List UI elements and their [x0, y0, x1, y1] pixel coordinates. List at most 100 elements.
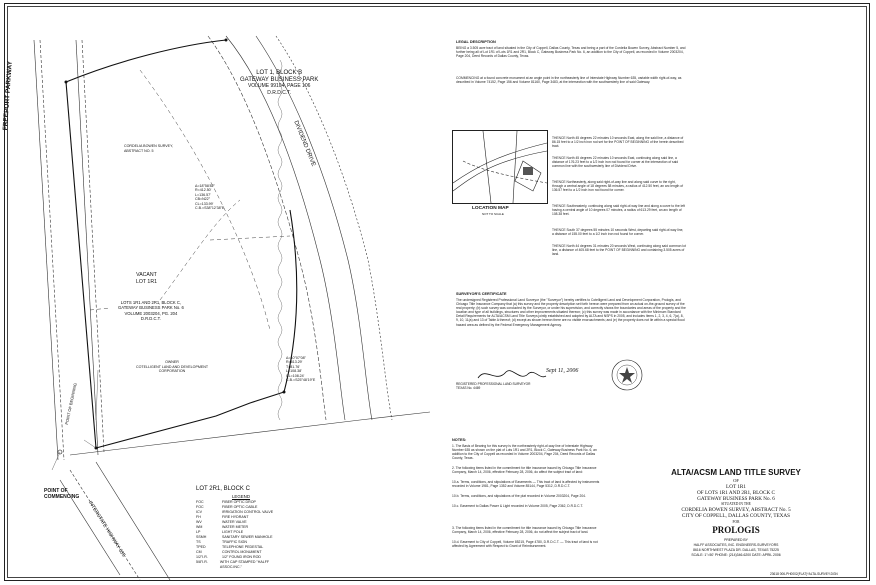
legend-symbol: 1/2"I.R. — [196, 555, 208, 559]
poc-line: COMMENCING — [44, 494, 80, 500]
survey-name-label: CORDELIA BOWEN SURVEY, ABSTRACT NO. 5 — [124, 144, 173, 153]
note-5: 10.c. Easement to Dallas Power & Light r… — [452, 504, 584, 508]
lot-description-line: LOTS 1R1 AND 2R1, BLOCK C, — [120, 300, 182, 305]
firm-address: 8616 NORTHWEST PLAZA DR. DALLAS, TEXAS 7… — [693, 548, 779, 552]
location-map-drawing — [453, 131, 547, 203]
prepared-by: PREPARED BY — [724, 538, 748, 542]
title-line-2: OF — [733, 478, 739, 483]
legend-symbol: CM — [196, 550, 202, 554]
legend-description: WATER METER — [222, 525, 249, 529]
legend-item: 1/2"I.R.1/2" FOUND IRON ROD — [196, 555, 286, 560]
legend-heading: LEGEND — [231, 494, 251, 499]
legend-description: CONTROL MONUMENT — [222, 550, 262, 554]
curve-b-line: C.B.=S25°48'19"E — [286, 378, 316, 383]
legend-symbol: TS — [196, 540, 201, 544]
leader-lines — [51, 369, 99, 471]
dividend-drive-road — [207, 35, 393, 421]
legend-symbol: ICV — [196, 510, 202, 514]
legend-symbol: TPED — [196, 545, 206, 549]
lot-description-line: D.R.D.C.T. — [140, 316, 161, 322]
vacant-line: LOT 1R1 — [136, 279, 157, 285]
lot-description-line: GATEWAY BUSINESS PARK No. 6 — [118, 305, 184, 311]
adjacent-lot-line: VOLUME 99104, PAGE 106 — [247, 83, 311, 89]
curve-b-line: CL=108.24' — [286, 373, 305, 378]
interstate-road — [59, 411, 431, 581]
vacant-label: VACANT LOT 1R1 — [136, 272, 157, 286]
title-line-6: SITUATED IN THE — [721, 502, 751, 506]
adjacent-lot-line: GATEWAY BUSINESS PARK — [240, 76, 319, 83]
surveyor-registration: REGISTERED PROFESSIONAL LAND SURVEYOR TE… — [456, 382, 530, 390]
legend-item: WV WATER VALVE — [196, 520, 286, 525]
legend-item: FH FIRE HYDRANT — [196, 515, 286, 520]
surveyor-signature — [477, 370, 547, 379]
note-6: 3. The following items listed in the com… — [452, 526, 597, 535]
legend-description: WITH CAP STAMPED "HALFF ASSOC.INC." — [219, 560, 270, 569]
legend-description: WATER VALVE — [222, 520, 247, 524]
legal-description-p5: THENCE Northeasterly, along said right-o… — [552, 180, 684, 193]
legend-symbol: WM — [196, 525, 203, 529]
owner-line: OWNER — [165, 360, 179, 364]
legend-symbol: SSMH — [196, 535, 207, 539]
poc-line: POINT OF — [44, 488, 68, 494]
site-location-marker — [523, 167, 533, 175]
legend-description: TELEPHONE PEDESTAL — [222, 545, 264, 549]
legend-item: TS TRAFFIC SIGN — [196, 540, 286, 545]
legend-description: LIGHT POLE — [222, 530, 244, 534]
iron-rod-marker — [64, 80, 68, 84]
survey-name-line: ABSTRACT NO. 5 — [124, 148, 154, 153]
title-line-4: OF LOTS 1R1 AND 2R1, BLOCK C — [697, 490, 775, 496]
legend-description: SANITARY SEWER MANHOLE — [222, 535, 273, 539]
drawing-sheet — [4, 3, 870, 581]
curve-b-data: Δ=10°07'08" R=613.29' T=81.76' L=108.38'… — [286, 356, 315, 382]
note-2: 2. The following items listed in the com… — [452, 466, 597, 475]
legend-item: 5/8"I.R.WITH CAP STAMPED "HALFF ASSOC.IN… — [196, 560, 286, 570]
curve-a-data: Δ=18°58'82" R=412.50' L=136.57' CB=N22° … — [195, 184, 224, 210]
file-reference: 23618 006-PH0002(FLAT)*ALTA-SURVEY.DGN — [770, 572, 838, 576]
legal-description-p2: COMMENCING at a found concrete monument … — [456, 76, 682, 85]
legend-item: TPED TELEPHONE PEDESTAL — [196, 545, 286, 550]
client-name: PROLOGIS — [712, 525, 760, 535]
title-line-7: CORDELIA BOWEN SURVEY, ABSTRACT No. 5 — [681, 507, 791, 513]
legal-description-p7: THENCE South 37 degrees 55 minutes 10 se… — [552, 228, 684, 237]
point-of-commencing-marker — [57, 449, 63, 455]
owner-label: OWNER COTELLIGENT LAND AND DEVELOPMENT C… — [136, 360, 208, 374]
tree-line — [277, 59, 283, 421]
certificate-heading: SURVEYOR'S CERTIFICATE — [456, 292, 507, 296]
title-line-5: GATEWAY BUSINESS PARK No. 6 — [697, 496, 775, 502]
legend-item: ICV IRRIGATION CONTROL VALVE — [196, 510, 286, 515]
title-line-9: FOR — [732, 520, 740, 524]
curve-a-line: CB=N22° — [195, 197, 211, 202]
owner-line: COTELLIGENT LAND AND DEVELOPMENT — [136, 364, 209, 369]
legend-symbol: WV — [196, 520, 202, 524]
location-map-subtitle: NOT TO SCALE — [482, 212, 504, 216]
signature-date: Sept 11, 2006 — [546, 368, 579, 374]
owner-line: CORPORATION — [158, 369, 186, 373]
note-3: 10.a. Terms, conditions, and stipulation… — [452, 480, 600, 489]
inner-border — [7, 6, 867, 578]
curve-a-line: CL=133.99' — [195, 201, 214, 206]
iron-rod-marker — [224, 38, 228, 42]
legend-description: FIBER OPTIC CABLE — [222, 505, 258, 509]
easement-lines — [89, 69, 291, 331]
surveyor-seal — [611, 359, 643, 391]
legend-symbol: FH — [196, 515, 201, 519]
lot-2r1-label: LOT 2R1, BLOCK C — [196, 486, 250, 492]
curve-b-line: R=613.29' — [286, 360, 303, 365]
legend-description: IRRIGATION CONTROL VALVE — [222, 510, 274, 514]
legal-description-heading: LEGAL DESCRIPTION — [456, 40, 496, 44]
legend-description: FIRE HYDRANT — [222, 515, 249, 519]
adjacent-lot-line: D.R.D.C.T. — [267, 89, 292, 96]
curve-b-line: Δ=10°07'08" — [286, 356, 306, 360]
legend-description: TRAFFIC SIGN — [222, 540, 247, 544]
firm-name: HALFF ASSOCIATES, INC. ENGINEERS-SURVEYO… — [693, 543, 779, 547]
legend-item: CM CONTROL MONUMENT — [196, 550, 286, 555]
notes-heading: NOTES: — [452, 438, 467, 442]
scale-phone-date: SCALE: 1"=50' PHONE: (214)346-6200 DATE:… — [691, 553, 781, 557]
title-line-3: LOT 1R1 — [726, 484, 746, 490]
survey-name-line: CORDELIA BOWEN SURVEY, — [124, 144, 173, 148]
